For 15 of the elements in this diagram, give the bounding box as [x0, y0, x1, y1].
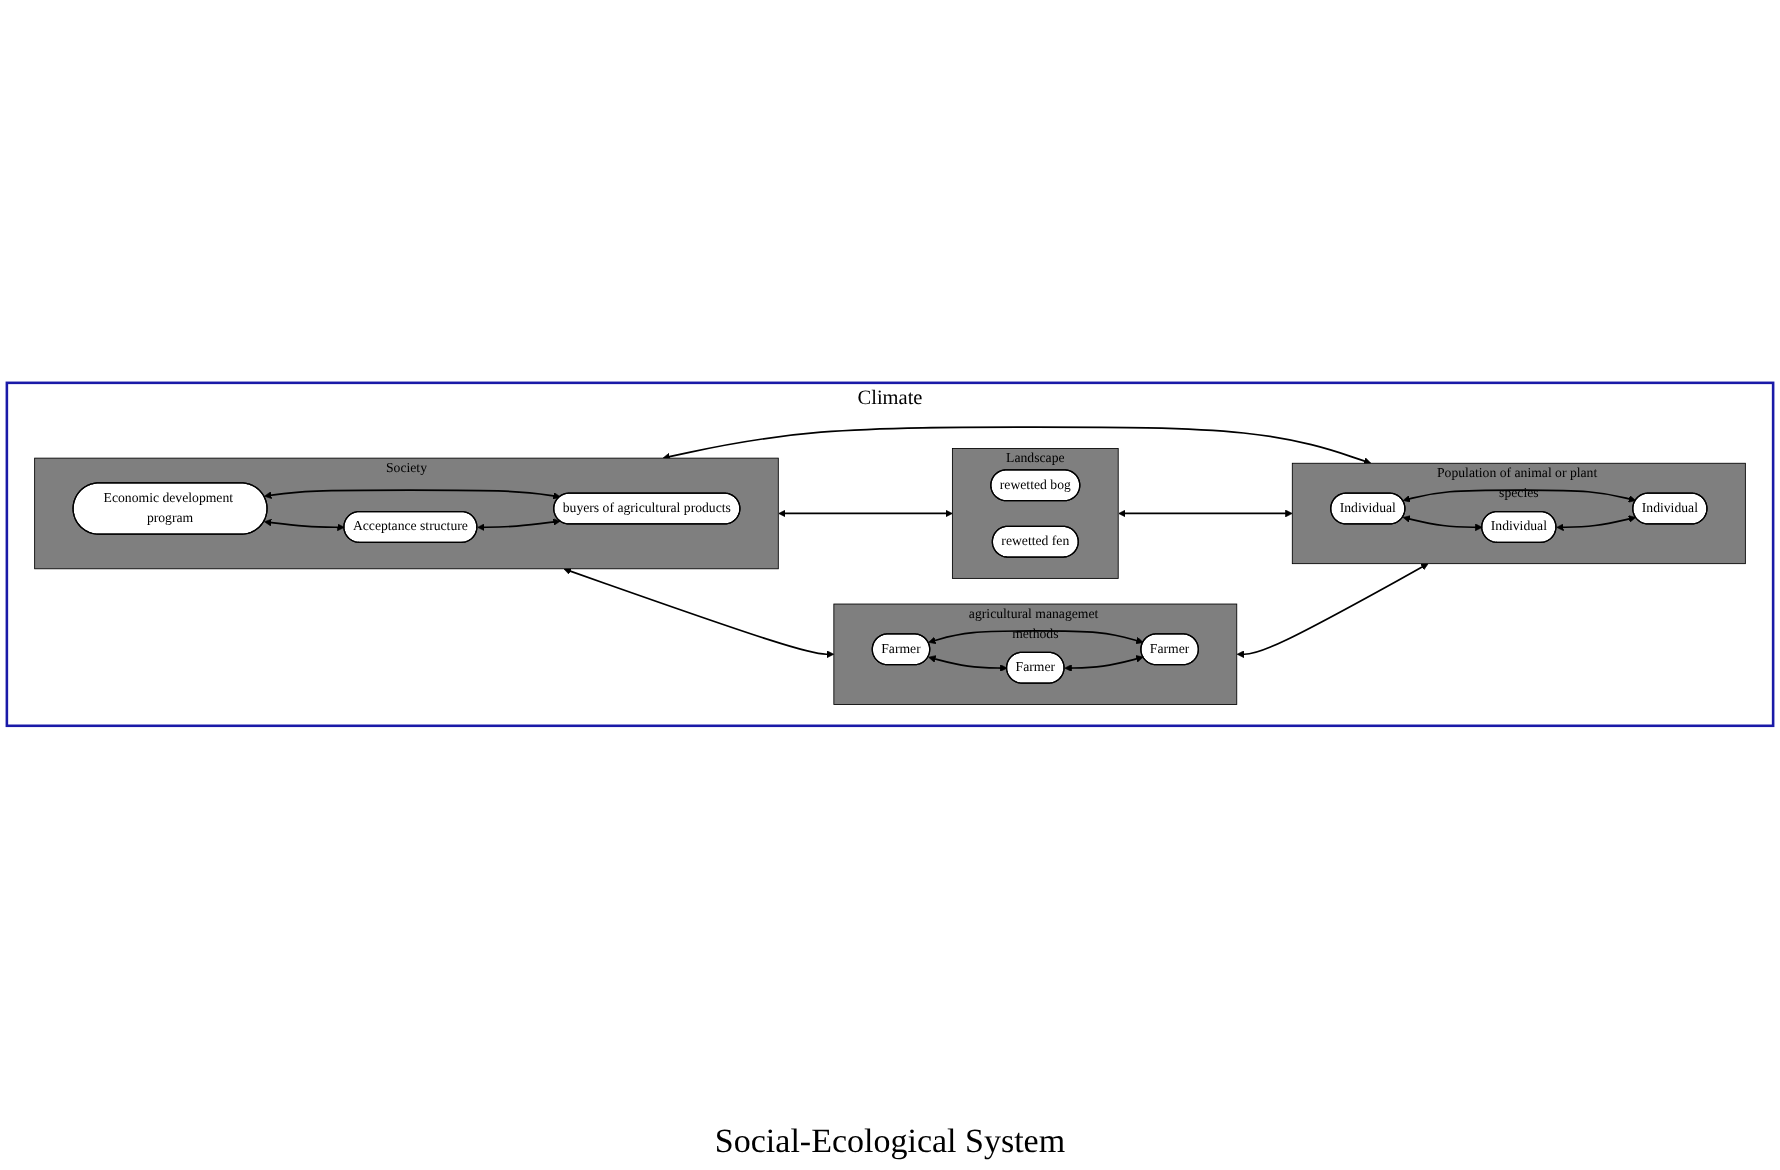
arrow	[563, 568, 835, 659]
arrow	[928, 655, 1008, 673]
arrow	[778, 510, 953, 518]
arrow	[264, 519, 345, 532]
arrow	[477, 518, 561, 532]
arrow	[1236, 564, 1429, 659]
arrow	[1402, 516, 1483, 532]
arrow	[264, 490, 561, 501]
system-label: Social-Ecological System	[714, 1122, 1066, 1162]
arrow	[1556, 515, 1637, 532]
arrow	[928, 630, 1144, 645]
arrow	[1118, 510, 1293, 518]
arrow	[662, 427, 1372, 466]
arrow	[1064, 655, 1144, 673]
arrow	[1402, 490, 1637, 504]
